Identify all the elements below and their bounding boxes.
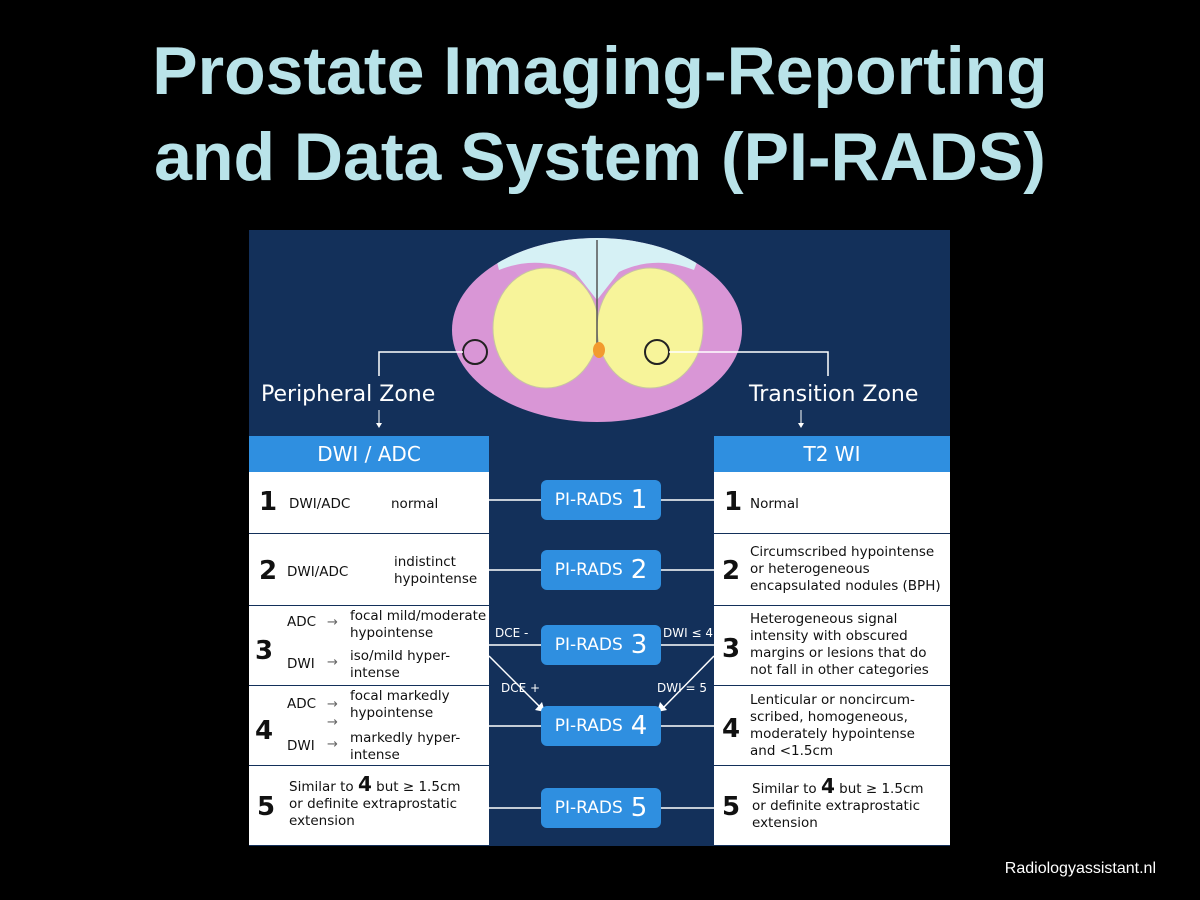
row-finding: iso/mild hyper- intense [350,648,451,681]
row-number: 2 [722,556,741,586]
condition-dce-plus: DCE + [501,681,541,695]
arrow-icon: → [327,737,338,752]
row-number: 1 [724,487,743,517]
arrow-icon: → [327,697,338,712]
row-number: 5 [257,792,276,822]
source-credit: Radiologyassistant.nl [1004,860,1156,877]
transition-zone-left-shape [492,267,600,389]
row-finding: focal markedly hypointense [350,688,450,721]
condition-dwi-eq5: DWI = 5 [657,681,707,695]
transition-zone-label: Transition Zone [749,382,919,407]
slide-title: Prostate Imaging-Reporting and Data Syst… [0,28,1200,200]
pirads-diagram: Peripheral Zone Transition Zone DWI / AD… [249,230,950,846]
left-row-5: 5 Similar to 4 but ≥ 1.5cm or definite e… [249,766,489,846]
condition-dce-minus: DCE - [495,626,529,640]
row-finding: Lenticular or noncircum- scribed, homoge… [750,692,915,759]
transition-zone-right-shape [596,267,704,389]
left-header: DWI / ADC [249,436,489,472]
right-row-4: 4 Lenticular or noncircum- scribed, homo… [714,686,950,766]
row-finding: indistinct hypointense [394,554,478,587]
row-number: 3 [255,636,274,666]
arrow-icon: → [327,615,338,630]
row-finding: Normal [750,496,799,512]
row-number: 2 [259,556,278,586]
row-finding: normal [391,496,439,512]
row-finding: Similar to 4 but ≥ 1.5cm or definite ext… [752,774,924,831]
row-number: 1 [259,487,278,517]
urethra-shape [593,342,605,358]
left-row-4: 4 ADC → focal markedly hypointense → DWI… [249,686,489,766]
right-row-1: 1 Normal [714,472,950,534]
row-number: 4 [722,714,741,744]
row-finding: focal mild/moderate hypointense [350,608,487,641]
row-key: DWI [287,656,315,672]
left-row-3: 3 ADC → focal mild/moderate hypointense … [249,606,489,686]
prostate-illustration [376,238,829,809]
right-row-3: 3 Heterogeneous signal intensity with ob… [714,606,950,686]
row-finding: Similar to 4 but ≥ 1.5cm or definite ext… [289,772,461,829]
row-finding: markedly hyper- intense [350,730,461,763]
row-finding: Circumscribed hypointense or heterogeneo… [750,544,941,594]
arrow-icon: → [327,715,338,730]
row-number: 5 [722,792,741,822]
arrow-icon: → [327,655,338,670]
row-finding: Heterogeneous signal intensity with obsc… [750,611,929,678]
row-key: ADC [287,614,317,630]
title-line-1: Prostate Imaging-Reporting [152,33,1048,109]
row-modality: DWI/ADC [289,496,351,512]
right-row-2: 2 Circumscribed hypointense or heterogen… [714,534,950,606]
peripheral-zone-label: Peripheral Zone [261,382,436,407]
anterior-stroma-shape [489,238,709,300]
title-line-2: and Data System (PI-RADS) [154,119,1046,195]
condition-dwi-le4: DWI ≤ 4 [663,626,713,640]
row-key: ADC [287,696,317,712]
right-header: T2 WI [714,436,950,472]
row-modality: DWI/ADC [287,564,349,580]
row-number: 4 [255,716,274,746]
left-row-2: 2 DWI/ADC indistinct hypointense [249,534,489,606]
right-row-5: 5 Similar to 4 but ≥ 1.5cm or definite e… [714,766,950,846]
row-number: 3 [722,634,741,664]
left-row-1: 1 DWI/ADC normal [249,472,489,534]
row-key: DWI [287,738,315,754]
